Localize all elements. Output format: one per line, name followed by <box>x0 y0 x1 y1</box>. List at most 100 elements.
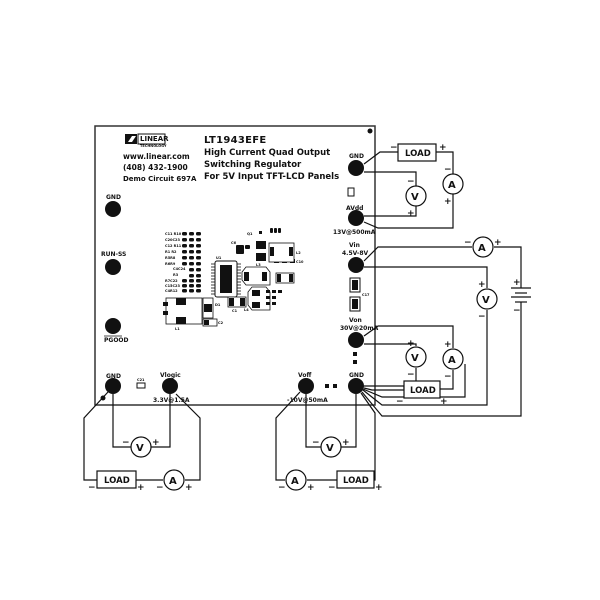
svg-text:A: A <box>448 180 456 191</box>
vlogic-terminal[interactable] <box>162 378 178 394</box>
svg-text:A: A <box>291 476 299 487</box>
voff-label: Voff <box>298 372 311 379</box>
logo-subtext: TECHNOLOGY <box>140 144 167 148</box>
svg-text:−: − <box>478 312 486 322</box>
svg-text:C11 R10: C11 R10 <box>165 232 182 236</box>
gnd-bottom-right-label: GND <box>349 372 364 379</box>
vin-rating: 4.5V-8V <box>342 250 369 257</box>
voff-load: LOAD − + <box>328 470 383 493</box>
svg-text:−: − <box>407 177 415 187</box>
svg-text:V: V <box>326 443 334 454</box>
svg-text:C15C23: C15C23 <box>165 284 180 288</box>
svg-text:R1 R2: R1 R2 <box>165 250 177 254</box>
svg-text:C17: C17 <box>362 293 370 297</box>
part-number-title: LT1943EFE <box>204 135 267 146</box>
svg-text:−: − <box>396 397 404 407</box>
svg-text:L2: L2 <box>296 251 301 255</box>
svg-text:C12 R11: C12 R11 <box>165 244 182 248</box>
pgood-terminal[interactable] <box>105 318 121 334</box>
svg-text:LOAD: LOAD <box>410 386 436 396</box>
von-voltmeter: V + − <box>405 339 427 380</box>
mounting-dot-top-right <box>367 128 373 134</box>
von-terminal[interactable] <box>348 332 364 348</box>
svg-text:D1: D1 <box>215 303 221 307</box>
von-label: Von <box>349 317 362 324</box>
svg-text:A: A <box>448 355 456 366</box>
svg-text:+: + <box>440 397 448 407</box>
gnd-top-right-label: GND <box>349 153 364 160</box>
svg-text:A: A <box>169 476 177 487</box>
pgood-label: PGOOD <box>104 337 129 344</box>
vin-ammeter: A − + <box>464 236 502 258</box>
gnd-top-right-terminal[interactable] <box>348 160 364 176</box>
gnd-bottom-left-label: GND <box>106 373 121 380</box>
gnd-bottom-left-terminal[interactable] <box>105 378 121 394</box>
svg-text:+: + <box>444 340 452 350</box>
svg-text:+: + <box>494 238 502 248</box>
avdd-terminal[interactable] <box>348 210 364 226</box>
svg-text:C4R12: C4R12 <box>165 289 178 293</box>
run-ss-terminal[interactable] <box>105 259 121 275</box>
svg-text:R3: R3 <box>173 273 179 277</box>
description-line-1: High Current Quad Output <box>204 148 330 158</box>
svg-text:−: − <box>513 306 521 316</box>
svg-text:V: V <box>482 295 490 306</box>
svg-text:L4: L4 <box>244 308 249 312</box>
svg-text:L1: L1 <box>175 327 180 331</box>
vlogic-rating: 3.3V@1.5A <box>153 397 190 404</box>
svg-text:U1: U1 <box>216 256 222 260</box>
svg-text:−: − <box>278 483 286 493</box>
svg-text:+: + <box>444 197 452 207</box>
voff-rating: -10V@50mA <box>287 397 328 404</box>
svg-text:V: V <box>411 192 419 203</box>
svg-text:+: + <box>439 143 447 153</box>
linear-technology-logo: LINEAR TECHNOLOGY <box>125 133 169 148</box>
description-line-2: Switching Regulator <box>204 160 302 170</box>
voff-ammeter: A − + <box>278 469 315 493</box>
vlogic-voltmeter: V − + <box>122 436 160 458</box>
avdd-label: AVdd <box>346 205 363 212</box>
ic-u1: U1 <box>211 256 241 298</box>
svg-text:−: − <box>464 238 472 248</box>
voff-terminal[interactable] <box>298 378 314 394</box>
svg-text:R6R9: R6R9 <box>165 262 176 266</box>
battery-power-supply[interactable]: + − <box>511 278 531 316</box>
run-ss-label: RUN-SS <box>101 251 126 258</box>
svg-text:A: A <box>478 243 486 254</box>
svg-text:R5R8: R5R8 <box>165 256 176 260</box>
svg-text:−: − <box>122 438 130 448</box>
von-rating: 30V@20mA <box>340 325 379 332</box>
svg-text:−: − <box>156 483 164 493</box>
svg-text:V: V <box>136 443 144 454</box>
svg-text:−: − <box>390 143 398 153</box>
svg-text:LOAD: LOAD <box>405 149 431 159</box>
svg-text:+: + <box>407 339 415 349</box>
svg-text:+: + <box>342 438 350 448</box>
svg-text:+: + <box>375 483 383 493</box>
svg-text:C1: C1 <box>232 309 238 313</box>
svg-text:−: − <box>444 165 452 175</box>
avdd-rating: 13V@500mA <box>333 229 376 236</box>
svg-text:V: V <box>411 353 419 364</box>
svg-text:+: + <box>152 438 160 448</box>
svg-text:+: + <box>307 483 315 493</box>
svg-text:R7C22: R7C22 <box>165 279 178 283</box>
vin-voltmeter: V + − <box>476 280 498 322</box>
svg-text:−: − <box>407 370 415 380</box>
gnd-left-terminal[interactable] <box>105 201 121 217</box>
description-line-3: For 5V Input TFT-LCD Panels <box>204 172 339 182</box>
voff-voltmeter: V − + <box>312 436 350 458</box>
vlogic-ammeter: A − + <box>156 469 193 493</box>
svg-text:L3: L3 <box>256 263 261 267</box>
von-load: LOAD − + <box>396 380 448 407</box>
svg-text:−: − <box>444 372 452 382</box>
vlogic-label: Vlogic <box>160 372 181 379</box>
vin-terminal[interactable] <box>348 257 364 273</box>
svg-text:−: − <box>312 438 320 448</box>
svg-text:+: + <box>137 483 145 493</box>
gnd-bottom-right-terminal[interactable] <box>348 378 364 394</box>
svg-text:LOAD: LOAD <box>104 476 130 486</box>
website-text: www.linear.com <box>123 152 190 161</box>
svg-text:+: + <box>478 280 486 290</box>
